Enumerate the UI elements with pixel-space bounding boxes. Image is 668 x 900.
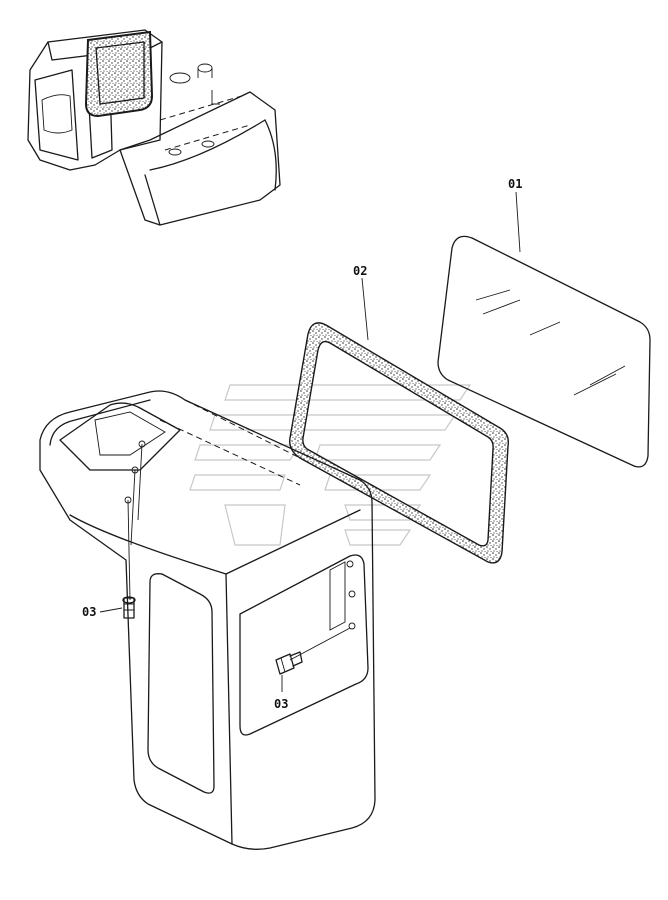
- callout-part-03-right: 03: [274, 697, 288, 711]
- part-03-bolt-left: [122, 596, 136, 619]
- watermark-logo: [189, 384, 472, 546]
- part-02-seal: [289, 322, 510, 564]
- part-01-glass: [437, 235, 651, 468]
- callout-part-03-left: 03: [82, 605, 96, 619]
- callout-part-02: 02: [353, 264, 367, 278]
- part-03-bolt-right: [275, 651, 303, 675]
- leader-lines: [99, 191, 521, 692]
- cab-body: [39, 390, 376, 850]
- machine-overview: [27, 29, 281, 226]
- callout-part-01: 01: [508, 177, 522, 191]
